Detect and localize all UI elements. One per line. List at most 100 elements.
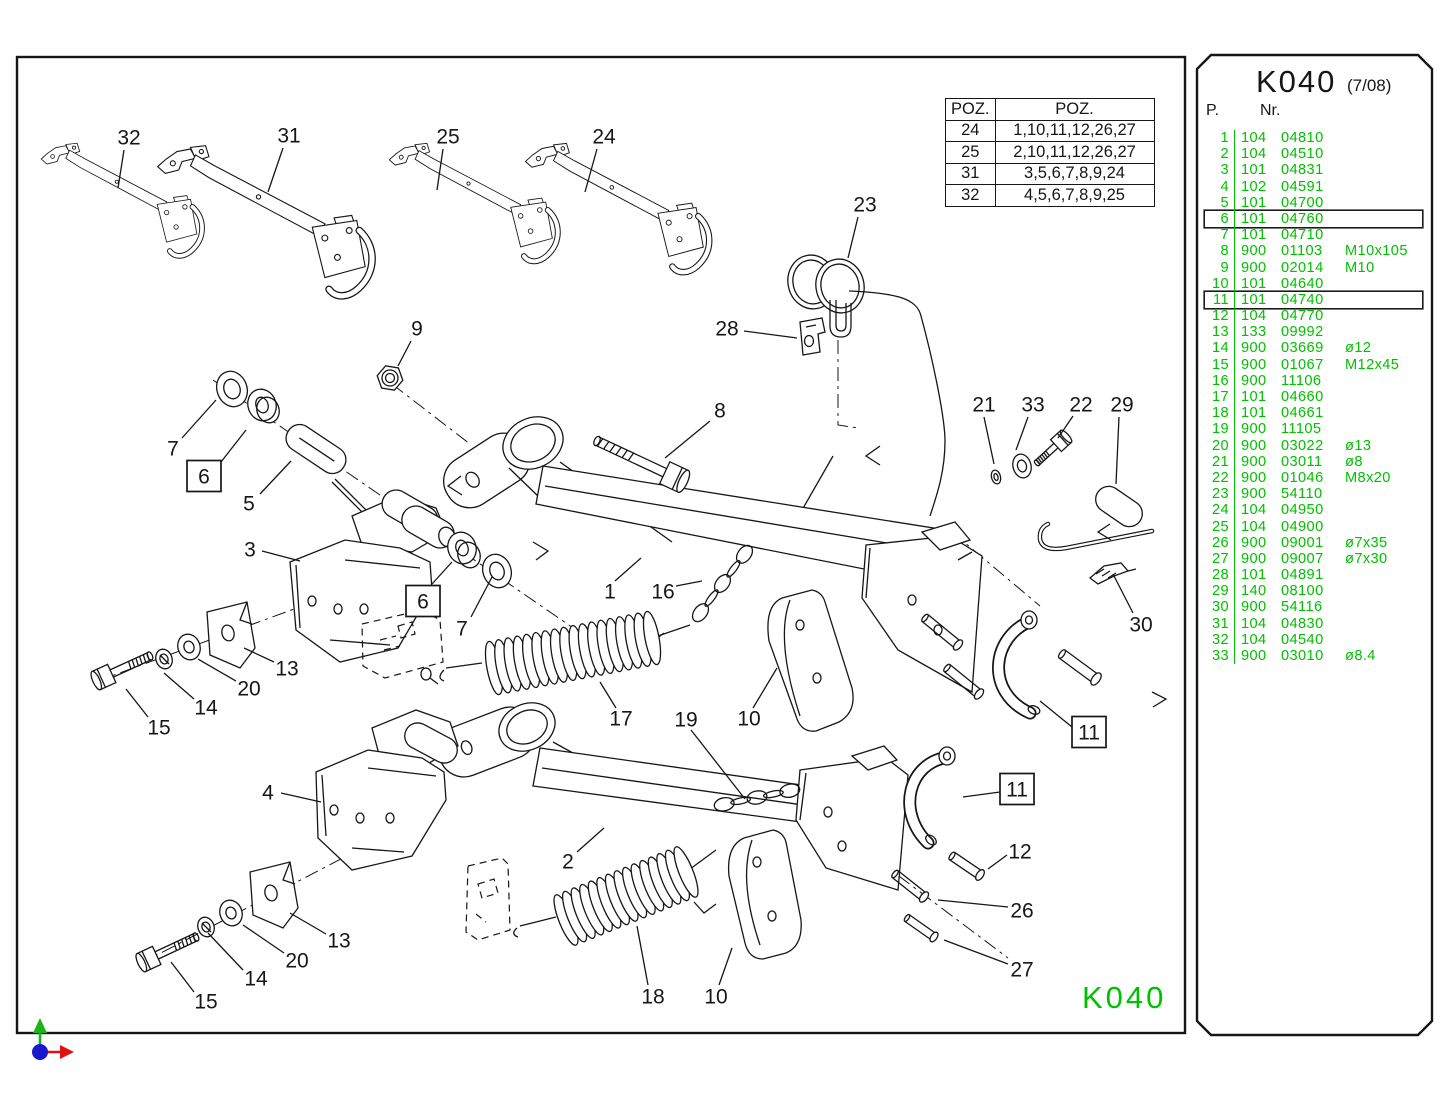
axis-up-arrow (33, 1018, 47, 1033)
part-label: 31 (277, 125, 300, 148)
part-label: 18 (641, 986, 664, 1009)
axis-right-arrow (60, 1045, 74, 1059)
part-label: 19 (674, 709, 697, 732)
part-label: 33 (1021, 394, 1044, 417)
main-drawing-frame (15, 55, 1187, 1035)
column-header-nr: Nr. (1260, 102, 1281, 119)
part-label: 11 (1078, 722, 1100, 745)
part-label: 2 (562, 851, 574, 874)
part-label: 3 (244, 539, 256, 562)
part-label: 15 (194, 991, 217, 1014)
drawing-code-label: K040 (1082, 980, 1167, 1015)
leader-lines (117, 147, 1134, 993)
axis-origin-dot (32, 1044, 48, 1060)
part-label: 10 (737, 708, 760, 731)
boxed-part-label (1071, 715, 1107, 749)
orientation-axis-icon (32, 1018, 74, 1060)
part-label: 27 (1010, 959, 1033, 982)
part-label: 8 (714, 400, 726, 423)
part-label: 22 (1069, 394, 1092, 417)
part-label: 7 (456, 618, 468, 641)
part-shapes (41, 143, 1168, 973)
part-label: 17 (609, 708, 632, 731)
part-label: 11 (1006, 779, 1028, 802)
part-label: 7 (167, 438, 179, 461)
part-label: 5 (243, 493, 255, 516)
part-label: 1 (604, 581, 616, 604)
part-label: 10 (704, 986, 727, 1009)
boxed-part-label (999, 772, 1035, 806)
part-label: 14 (194, 697, 218, 720)
part-label: 20 (237, 678, 260, 701)
part-label: 29 (1110, 394, 1133, 417)
part-label: 6 (198, 466, 210, 489)
part-label: 28 (715, 318, 738, 341)
part-label: 12 (1008, 841, 1031, 864)
part-label: 23 (853, 194, 876, 217)
part-label: 6 (417, 591, 429, 614)
part-label: 20 (285, 950, 308, 973)
part-label: 25 (436, 126, 459, 149)
part-label: 4 (262, 782, 274, 805)
column-header-p: P. (1206, 102, 1220, 119)
part-label: 13 (275, 658, 298, 681)
poz-header-row: POZ.POZ. (945, 98, 1155, 121)
part-label: 21 (972, 394, 995, 417)
part-label: 9 (411, 318, 423, 341)
panel-edition: (7/08) (1347, 76, 1392, 95)
boxed-part-label (186, 459, 222, 493)
part-label: 26 (1010, 900, 1033, 923)
panel-title: K040 (1256, 64, 1337, 99)
part-label: 16 (651, 581, 674, 604)
part-label: 24 (592, 126, 616, 149)
part-label: 15 (147, 717, 170, 740)
part-label: 30 (1129, 614, 1152, 637)
parts-list-frame (1195, 53, 1434, 1037)
part-label: 14 (244, 968, 268, 991)
boxed-part-label (405, 584, 441, 618)
part-label: 13 (327, 930, 350, 953)
